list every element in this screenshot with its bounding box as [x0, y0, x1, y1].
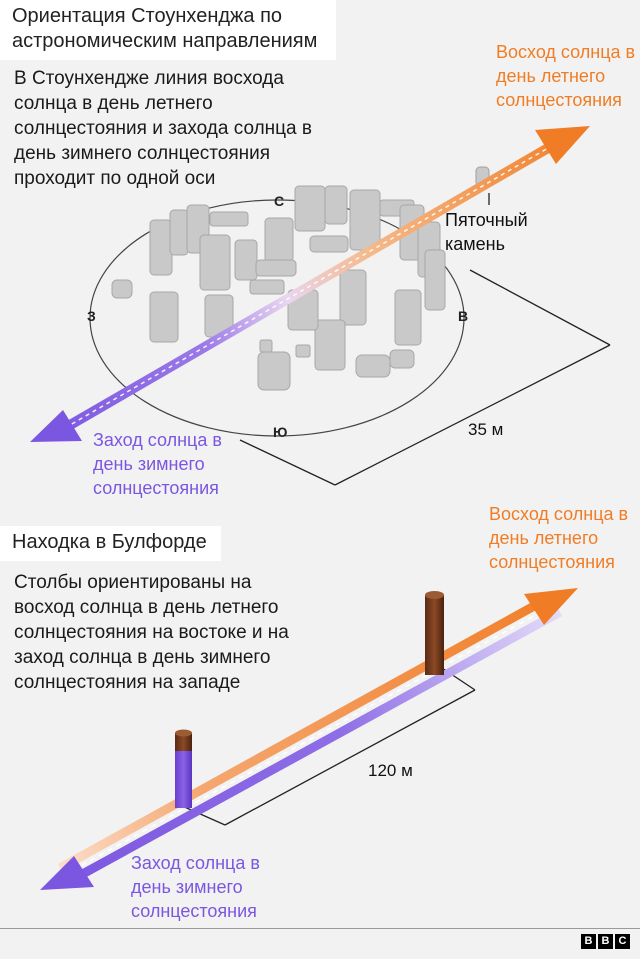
section2-description: Столбы ориентированы на восход солнца в … [14, 572, 289, 693]
bbc-logo: B B C [581, 934, 630, 949]
section1-title: Ориентация Стоунхенджа по астрономически… [0, 0, 336, 60]
section2-distance-label: 120 м [368, 761, 413, 780]
wooden-post-east [425, 591, 444, 675]
ground-lines-1 [239, 269, 611, 486]
sunrise-arrowhead-2 [524, 588, 578, 625]
section2-sunrise-label: Восход солнца в день летнего солнцестоян… [489, 504, 629, 572]
compass-ring [89, 199, 465, 437]
sunset-arrowhead-2 [40, 856, 94, 890]
bbc-logo-letter: B [598, 934, 613, 949]
heel-stone-label: Пяточный камень [445, 210, 528, 254]
footer-divider [0, 928, 640, 929]
compass-north: С [274, 193, 285, 209]
compass-east: В [458, 308, 469, 324]
solstice-axis-1 [30, 126, 590, 442]
section1-description: В Стоунхендже линия восхода солнца в ден… [14, 68, 312, 189]
bbc-logo-letter: C [615, 934, 630, 949]
section1-distance-label: 35 м [468, 420, 504, 439]
section1-sunrise-label: Восход солнца в день летнего солнцестоян… [496, 42, 636, 110]
section1-sunset-label: Заход солнца в день зимнего солнцестояни… [93, 430, 222, 498]
compass-west: З [87, 308, 96, 324]
stonehenge-stones [111, 185, 446, 391]
sunset-arrowhead-1 [30, 410, 82, 442]
wooden-post-west [175, 729, 192, 808]
compass-south: Ю [273, 424, 288, 440]
sunrise-arrowhead-1 [535, 126, 590, 164]
solstice-axis-2 [40, 588, 578, 890]
bbc-logo-letter: B [581, 934, 596, 949]
section2-sunset-label: Заход солнца в день зимнего солнцестояни… [131, 853, 260, 921]
section2-title: Находка в Булфорде [0, 526, 221, 561]
